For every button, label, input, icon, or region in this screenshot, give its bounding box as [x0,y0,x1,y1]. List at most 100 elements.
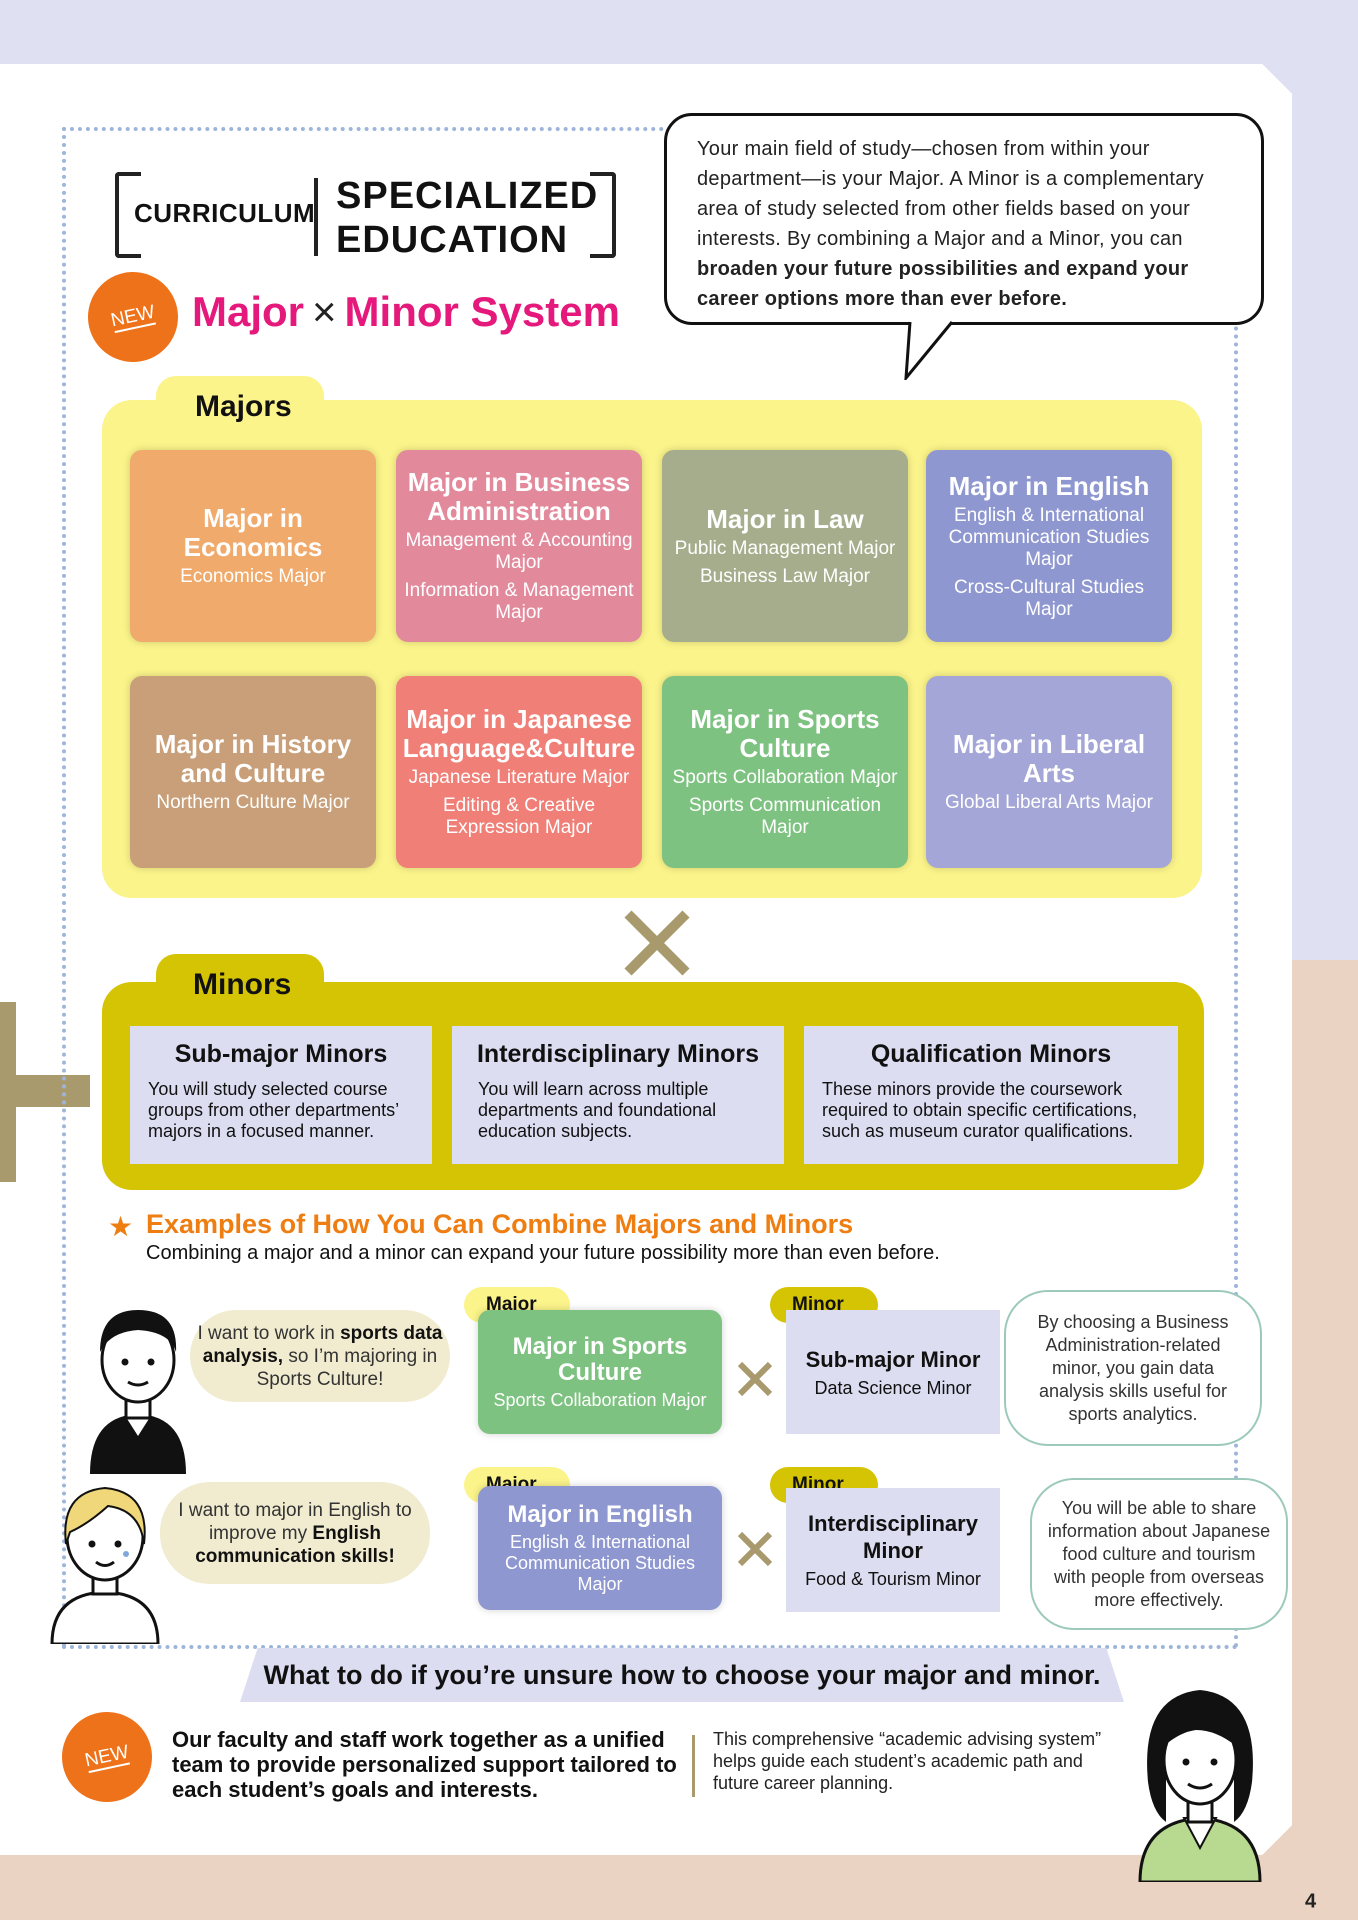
minors-tab [156,954,324,1016]
example-major-title: Major in Sports Culture [512,1332,688,1386]
top-band [0,0,1358,64]
thought-text-bold: sports data analysis, [202,1322,443,1367]
minor-box-qualification: Qualification Minors These minors provid… [804,1026,1178,1164]
bracket-right [590,172,616,258]
combine-x-icon [624,910,690,976]
system-title-major: Major [192,288,305,335]
major-card-sub: Northern Culture Major [156,792,350,813]
intro-text-bold: broaden your future possibilities and ex… [697,258,1189,310]
minor-box-desc: These minors provide the coursework requ… [822,1079,1138,1141]
advisor-illustration-icon [1138,1690,1262,1882]
minors-label: Minors [193,968,292,1001]
example-major-sub: English & International Communication St… [504,1531,696,1594]
header-separator [314,178,318,256]
new-badge: NEW [53,1703,161,1811]
minor-box-desc: You will study selected course groups fr… [148,1079,399,1141]
major-card-title: Major in Business Administration [407,467,631,526]
thought-text: I want to work in sports data analysis, … [190,1322,450,1391]
right-band-bottom [1292,960,1358,1920]
side-decoration-bar [0,1075,90,1107]
note-bubble-1: By choosing a Business Administration-re… [1004,1290,1262,1446]
system-title-x: × [312,288,337,335]
curriculum-label: CURRICULUM [134,198,316,228]
examples-title: Examples of How You Can Combine Majors a… [146,1209,854,1239]
section-title-line2: EDUCATION [336,219,569,261]
major-card-sub: Information & Management Major [404,580,634,623]
minor-box-title: Interdisciplinary Minors [476,1040,759,1068]
thought-text-a: I want to major in English to improve my [178,1499,412,1544]
star-icon: ★ [108,1211,134,1242]
section-title: SPECIALIZED EDUCATION [336,174,598,262]
major-card-sub: Editing & Creative Expression Major [442,795,596,838]
examples-subtitle: Combining a major and a minor can expand… [146,1242,940,1264]
major-card-sub: Sports Communication Major [688,795,882,838]
example-minor-title: Interdisciplinary Minor [808,1511,978,1563]
dotted-frame [62,127,1238,1649]
minor-box-title: Qualification Minors [870,1040,1112,1068]
example-minor-sub: Food & Tourism Minor [805,1569,981,1589]
major-card-sub: Economics Major [180,566,326,587]
unsure-banner: What to do if you’re unsure how to choos… [240,1648,1124,1702]
bubble-tail [904,320,954,380]
major-card-sub: Business Law Major [699,565,871,587]
major-card-sub: Management & Accounting Major [405,530,633,573]
section-title-line1: SPECIALIZED [336,175,599,217]
minor-box-submajor: Sub-major Minors You will study selected… [130,1026,432,1164]
major-card-title: Major in English [948,470,1150,501]
example-minor-card: Sub-major Minor Data Science Minor [786,1310,1000,1434]
faculty-text: Our faculty and staff work together as a… [172,1727,677,1802]
page-number: 4 [1305,1890,1317,1913]
x-icon [737,1531,773,1567]
example-major-title: Major in English [507,1500,693,1528]
system-title: Major×Minor System [192,288,620,336]
thought-text-a: I want to work in [197,1322,341,1344]
major-card-sub: Japanese Literature Major [408,767,630,788]
thought-bubble-2: I want to major in English to improve my… [160,1482,430,1584]
bottom-band [0,1855,1358,1920]
thought-text-c: so I’m majoring in Sports Culture! [256,1345,438,1390]
intro-bubble: Your main field of study—chosen from wit… [664,113,1264,325]
major-card-title: Major in Japanese Language&Culture [402,704,636,763]
man-illustration-icon [90,1310,186,1474]
major-card-title: Major in Sports Culture [690,704,880,763]
thought-text: I want to major in English to improve my… [160,1499,430,1568]
minor-box-interdisciplinary: Interdisciplinary Minors You will learn … [452,1026,784,1164]
major-card-sub: Sports Collaboration Major [672,767,898,788]
majors-label: Majors [195,390,292,423]
woman-illustration-icon [50,1486,160,1644]
x-icon [737,1361,773,1397]
thought-bubble-1: I want to work in sports data analysis, … [190,1310,450,1402]
example-minor-title: Sub-major Minor [805,1346,981,1372]
example-major-card: Major in Sports Culture Sports Collabora… [478,1310,722,1434]
major-card-title: Major in Law [706,503,864,534]
page-corner-top [1262,64,1294,96]
note-bubble-2: You will be able to share information ab… [1030,1478,1288,1630]
bracket-left [115,172,141,258]
major-card-title: Major in Liberal Arts [952,729,1146,788]
right-band-top [1292,0,1358,960]
example-major-card: Major in English English & International… [478,1486,722,1610]
divider-line [692,1735,695,1797]
example-minor-sub: Data Science Minor [814,1377,972,1398]
example-minor-card: Interdisciplinary Minor Food & Tourism M… [786,1488,1000,1612]
advising-text: This comprehensive “academic advising sy… [713,1729,1102,1793]
system-title-minor: Minor System [344,288,620,335]
major-card-title: Major in History and Culture [154,729,352,788]
minor-box-title: Sub-major Minors [174,1040,388,1068]
thought-text-bold: English communication skills! [195,1522,395,1567]
minor-box-desc: You will learn across multiple departmen… [478,1079,717,1141]
majors-tab [156,376,324,436]
major-card-sub: Cross-Cultural Studies Major [953,576,1145,620]
page-corner-bottom [1262,1823,1294,1855]
major-card-title: Major in Economics [183,503,323,562]
example-major-sub: Sports Collaboration Major [493,1389,707,1410]
major-card-sub: Public Management Major [674,537,896,559]
major-card-sub: English & International Communication St… [948,504,1150,570]
